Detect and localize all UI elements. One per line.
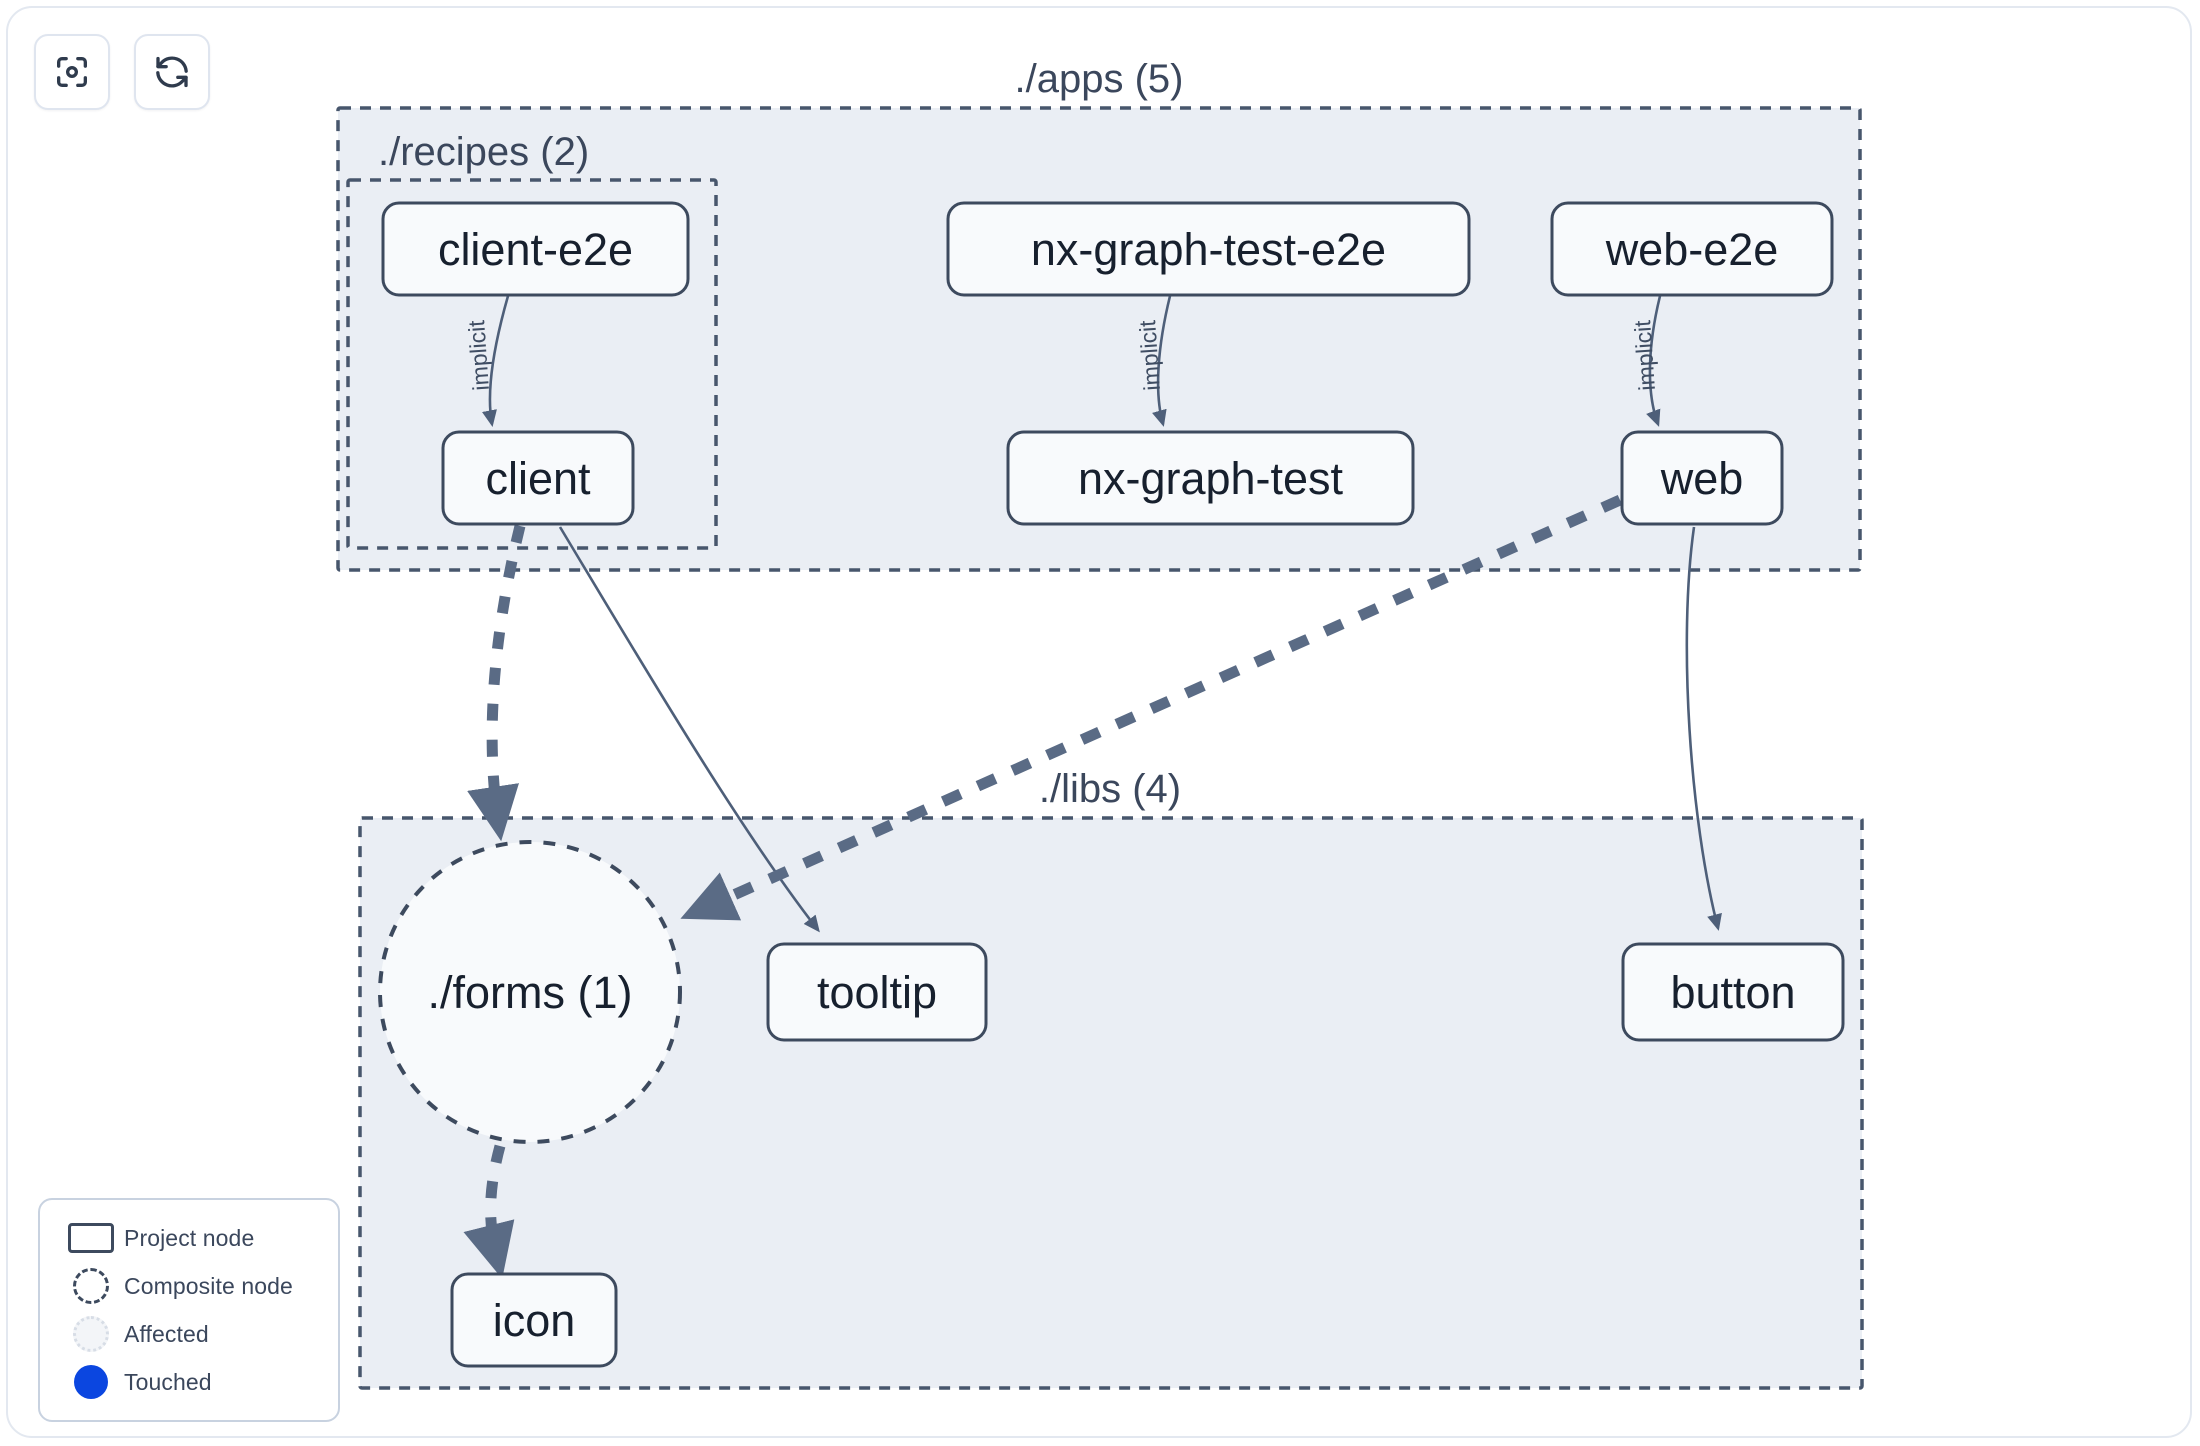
node-tooltip[interactable]: tooltip	[766, 942, 988, 1042]
group-recipes-label: ./recipes (2)	[378, 130, 589, 174]
node-shape[interactable]	[378, 840, 682, 1144]
node-web-e2e[interactable]: web-e2e	[1550, 201, 1834, 297]
legend-item-project-node: Project node	[58, 1214, 320, 1262]
edge-line	[467, 524, 526, 842]
node-label: ./forms (1)	[427, 967, 632, 1018]
refresh-icon	[152, 52, 192, 92]
edge-line	[1152, 295, 1172, 427]
focus-target-icon	[52, 52, 92, 92]
node-button[interactable]: button	[1621, 942, 1845, 1042]
node-shape[interactable]	[1550, 201, 1834, 297]
node-shape[interactable]	[766, 942, 988, 1042]
node-label: button	[1670, 967, 1795, 1018]
node-web[interactable]: web	[1620, 430, 1784, 526]
edge-forms-to-icon[interactable]	[463, 1144, 515, 1279]
legend-label-project-node: Project node	[124, 1224, 255, 1251]
node-label: client	[485, 453, 591, 504]
edge-nx-graph-test-e2e-to-nx-graph-test[interactable]: implicit	[1134, 295, 1172, 427]
graph-toolbar	[34, 34, 210, 110]
node-shape[interactable]	[1621, 942, 1845, 1042]
legend-label-composite-node: Composite node	[124, 1272, 293, 1299]
edge-label-implicit: implicit	[463, 319, 494, 392]
node-client-e2e[interactable]: client-e2e	[381, 201, 690, 297]
node-label: client-e2e	[438, 224, 633, 275]
legend-label-affected: Affected	[124, 1320, 209, 1347]
legend-item-touched: Touched	[58, 1358, 320, 1406]
edge-web-to-forms[interactable]	[680, 494, 1623, 921]
node-shape[interactable]	[1006, 430, 1415, 526]
node-shape[interactable]	[381, 201, 690, 297]
edge-web-e2e-to-web[interactable]: implicit	[1629, 295, 1662, 427]
node-forms-composite[interactable]: ./forms (1)	[378, 840, 682, 1144]
group-apps-label: ./apps (5)	[1015, 57, 1184, 101]
refresh-graph-button[interactable]	[134, 34, 210, 110]
legend-label-touched: Touched	[124, 1368, 212, 1395]
node-nx-graph-test[interactable]: nx-graph-test	[1006, 430, 1415, 526]
edge-line	[1685, 526, 1722, 931]
legend-item-affected: Affected	[58, 1310, 320, 1358]
edge-client-to-forms[interactable]	[467, 524, 526, 842]
edge-line	[1646, 295, 1662, 427]
node-label: tooltip	[817, 967, 937, 1018]
group-apps-box[interactable]	[336, 106, 1862, 572]
focus-graph-button[interactable]	[34, 34, 110, 110]
node-label: nx-graph-test-e2e	[1031, 224, 1386, 275]
edge-line	[680, 494, 1623, 921]
node-icon[interactable]: icon	[450, 1272, 618, 1368]
node-client[interactable]: client	[441, 430, 635, 526]
node-label: icon	[493, 1295, 576, 1346]
node-shape[interactable]	[441, 430, 635, 526]
group-libs[interactable]: ./libs (4)	[358, 767, 1864, 1390]
node-shape[interactable]	[946, 201, 1471, 297]
legend-item-composite-node: Composite node	[58, 1262, 320, 1310]
edge-label-implicit: implicit	[1134, 319, 1165, 392]
node-shape[interactable]	[1620, 430, 1784, 526]
node-label: web	[1660, 453, 1744, 504]
graph-legend: Project node Composite node Affected Tou…	[38, 1198, 340, 1422]
edge-web-to-button[interactable]	[1685, 526, 1722, 931]
group-libs-label: ./libs (4)	[1039, 767, 1181, 811]
composite-node-swatch-icon	[58, 1268, 124, 1304]
group-libs-box[interactable]	[358, 816, 1864, 1390]
edge-client-e2e-to-client[interactable]: implicit	[463, 295, 510, 427]
edge-client-to-tooltip[interactable]	[558, 526, 820, 933]
edge-line	[463, 1144, 515, 1279]
edge-line	[558, 526, 820, 933]
node-shape[interactable]	[450, 1272, 618, 1368]
affected-swatch-icon	[58, 1316, 124, 1352]
touched-swatch-icon	[58, 1365, 124, 1399]
group-apps[interactable]: ./apps (5)	[336, 57, 1862, 572]
node-label: web-e2e	[1605, 224, 1779, 275]
edge-label-implicit: implicit	[1629, 319, 1660, 392]
edge-line	[482, 295, 510, 427]
project-node-swatch-icon	[58, 1223, 124, 1253]
node-nx-graph-test-e2e[interactable]: nx-graph-test-e2e	[946, 201, 1471, 297]
node-label: nx-graph-test	[1078, 453, 1344, 504]
